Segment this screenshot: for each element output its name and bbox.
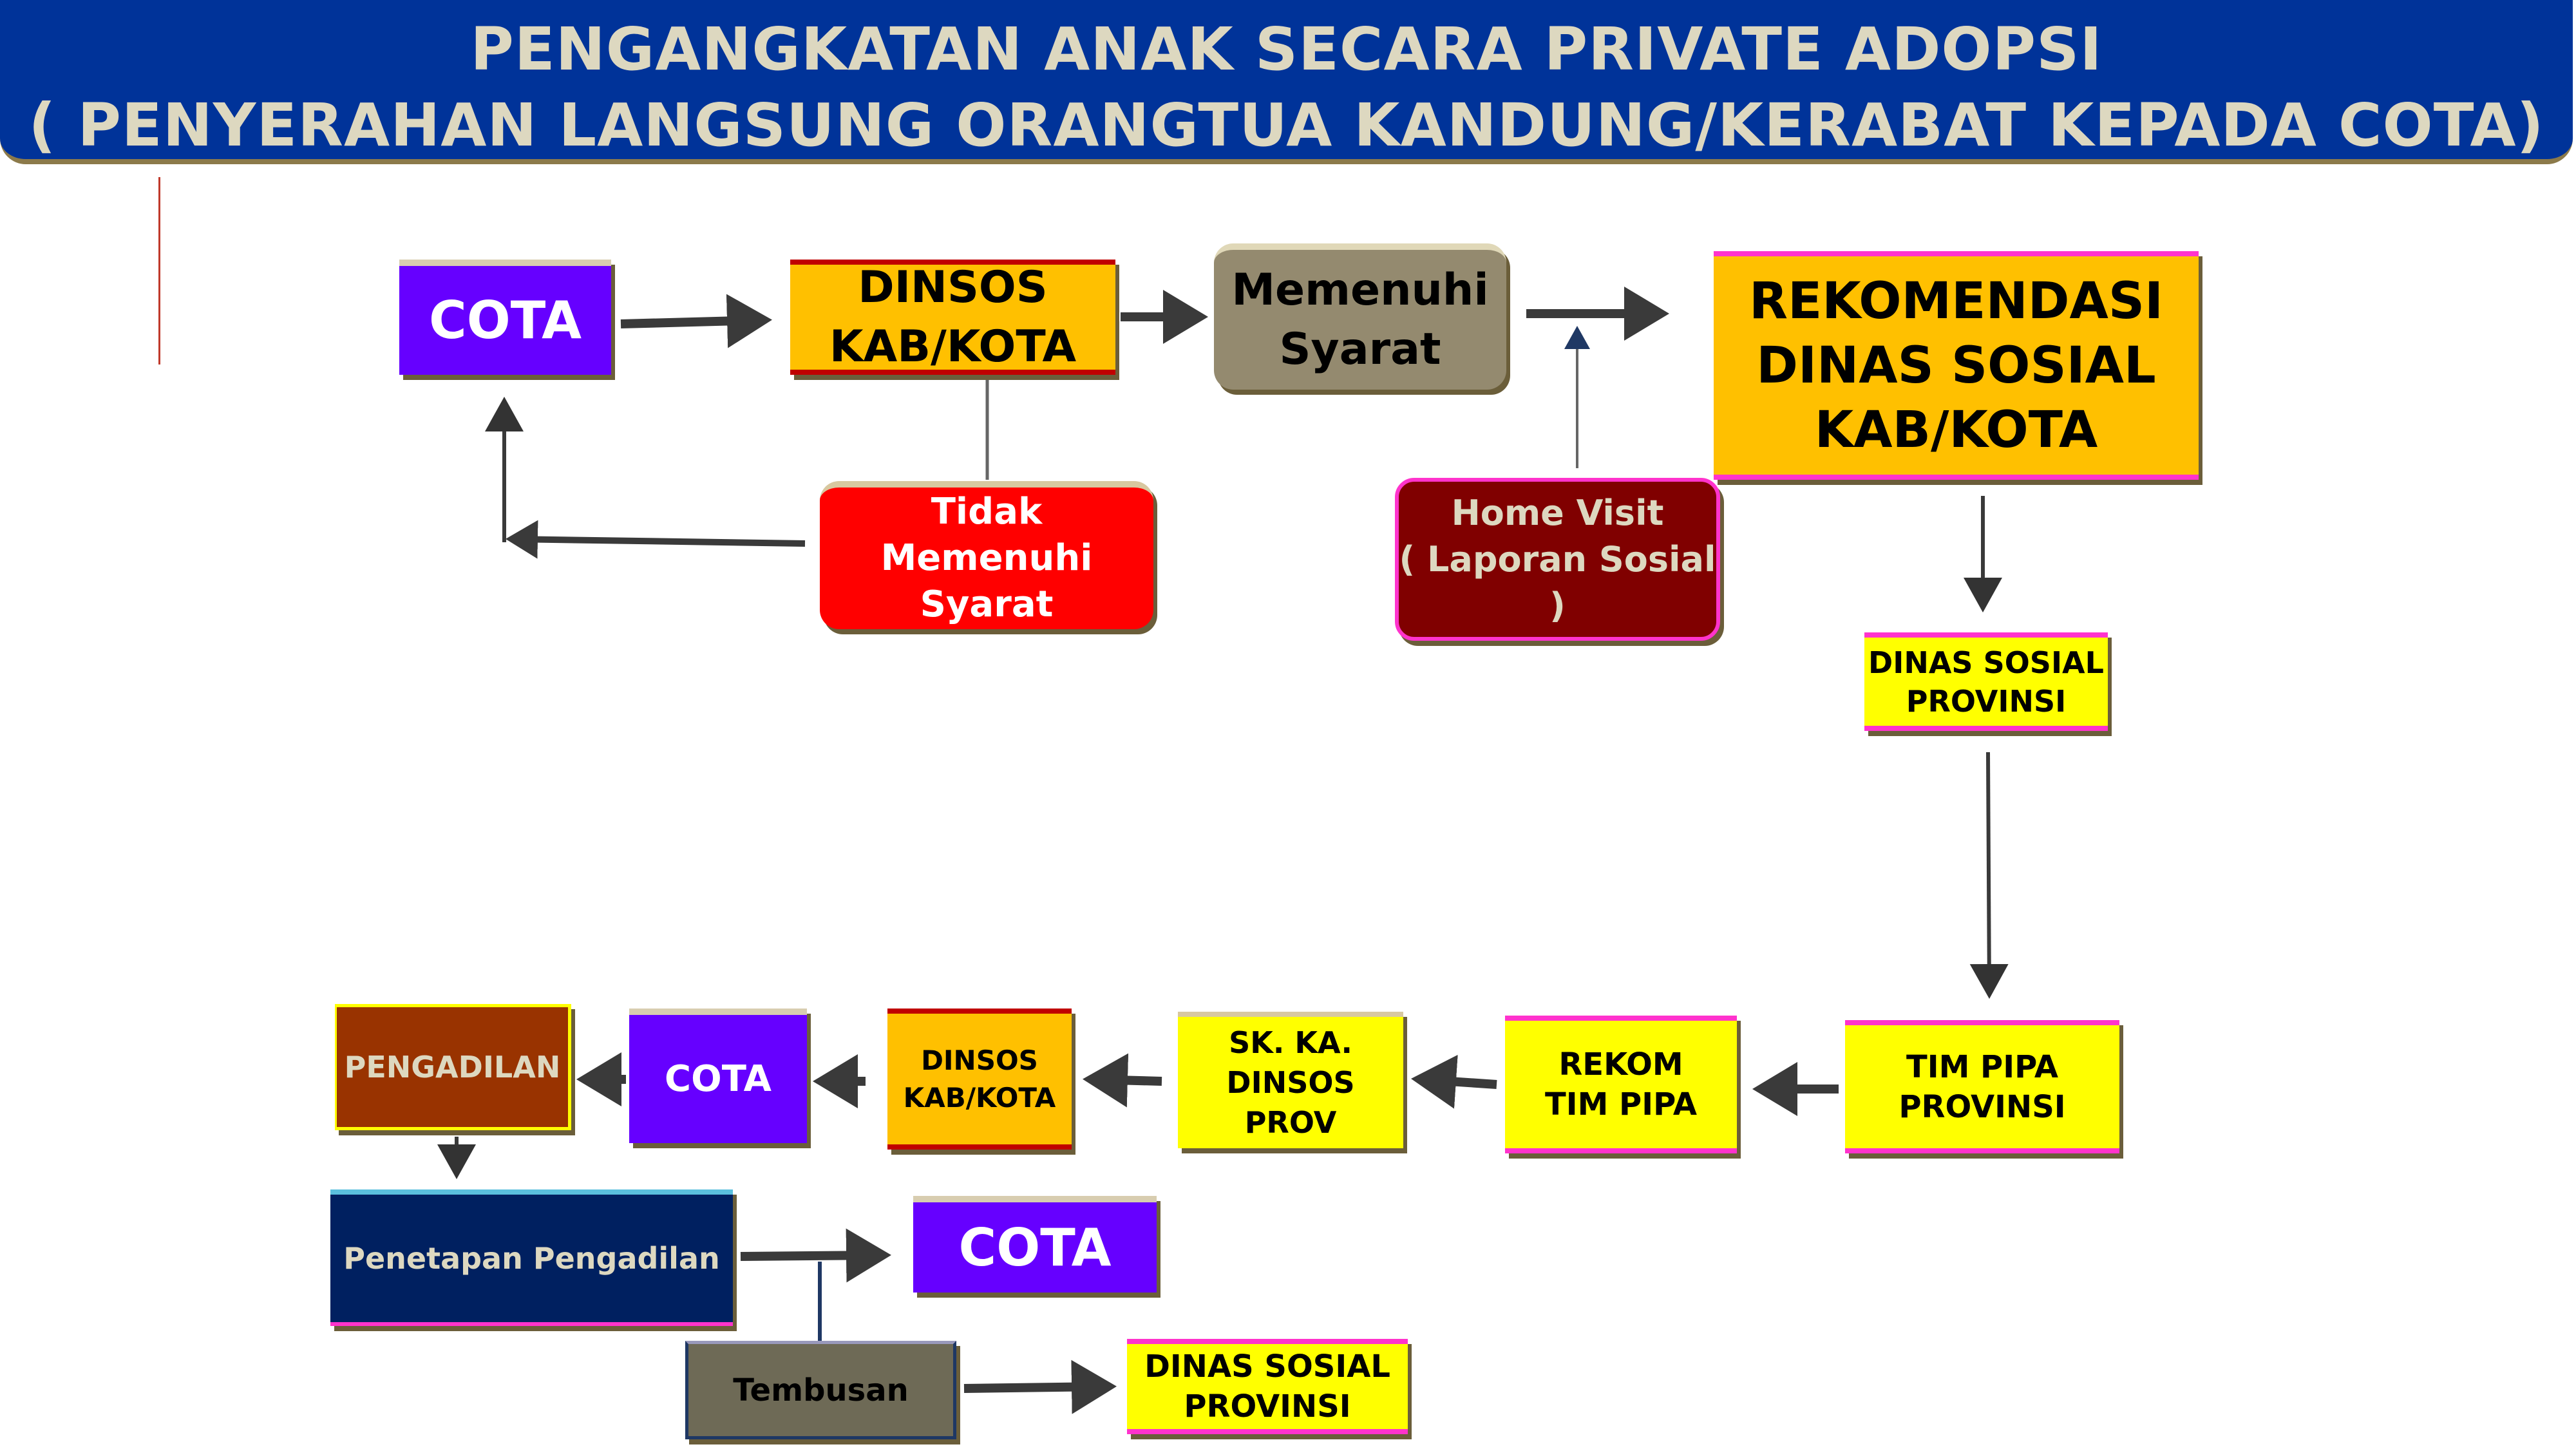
node-label: DINSOS KAB/KOTA	[829, 261, 1077, 372]
node-label: Tembusan	[733, 1372, 909, 1408]
node-dinsos-kab-kota: DINSOS KAB/KOTA	[790, 260, 1115, 375]
title-banner: PENGANGKATAN ANAK SECARA PRIVATE ADOPSI …	[0, 0, 2573, 164]
node-dinsos-kab-kota-2: DINSOS KAB/KOTA	[887, 1009, 1072, 1150]
node-label: Memenuhi Syarat	[1231, 264, 1489, 375]
node-tim-pipa-provinsi: TIM PIPA PROVINSI	[1845, 1020, 2119, 1153]
node-label: PENGADILAN	[344, 1050, 561, 1084]
node-tembusan: Tembusan	[685, 1341, 956, 1439]
node-label: COTA	[665, 1058, 772, 1100]
node-label: COTA	[429, 290, 582, 350]
node-label: DINAS SOSIAL PROVINSI	[1144, 1349, 1390, 1425]
arrow-tembusan-to-dinasprov	[963, 1359, 1117, 1414]
red-divider-line	[158, 177, 160, 365]
node-label: Penetapan Pengadilan	[343, 1241, 720, 1276]
node-dinas-sosial-provinsi: DINAS SOSIAL PROVINSI	[1864, 632, 2108, 731]
node-rekom-tim-pipa: REKOM TIM PIPA	[1505, 1016, 1737, 1153]
node-label: TIM PIPA PROVINSI	[1899, 1048, 2066, 1125]
arrow-tidak-to-left	[506, 520, 806, 559]
node-label: DINSOS KAB/KOTA	[903, 1044, 1056, 1113]
node-sk-ka-dinsos-prov: SK. KA. DINSOS PROV	[1178, 1012, 1403, 1148]
node-cota-2: COTA	[629, 1009, 807, 1143]
arrow-cota-to-dinsos	[620, 294, 772, 348]
node-cota: COTA	[399, 260, 611, 375]
node-label: REKOMENDASI DINAS SOSIAL KAB/KOTA	[1748, 272, 2164, 459]
node-cota-3: COTA	[913, 1196, 1157, 1293]
node-label: DINAS SOSIAL PROVINSI	[1868, 645, 2104, 719]
node-rekomendasi: REKOMENDASI DINAS SOSIAL KAB/KOTA	[1714, 251, 2199, 480]
node-label: Tidak Memenuhi Syarat	[880, 491, 1093, 625]
arrow-sk-to-dinsos	[1083, 1053, 1162, 1108]
arrow-rekom-to-sk	[1411, 1054, 1497, 1109]
node-pengadilan: PENGADILAN	[335, 1004, 571, 1130]
node-label: COTA	[958, 1217, 1112, 1278]
title-line-1: PENGANGKATAN ANAK SECARA PRIVATE ADOPSI	[470, 15, 2103, 84]
node-memenuhi-syarat: Memenuhi Syarat	[1214, 243, 1506, 390]
title-line-2: ( PENYERAHAN LANGSUNG ORANGTUA KANDUNG/K…	[28, 91, 2544, 160]
node-dinas-sosial-provinsi-2: DINAS SOSIAL PROVINSI	[1127, 1339, 1408, 1434]
arrow-dinasprov-down	[1969, 752, 2009, 999]
node-home-visit: Home Visit ( Laporan Sosial )	[1395, 478, 1720, 641]
node-label: SK. KA. DINSOS PROV	[1226, 1025, 1355, 1140]
node-tidak-memenuhi-syarat: Tidak Memenuhi Syarat	[820, 481, 1153, 629]
arrow-penetapan-to-cota	[740, 1228, 891, 1283]
node-penetapan-pengadilan: Penetapan Pengadilan	[330, 1189, 733, 1326]
node-label: Home Visit ( Laporan Sosial )	[1399, 492, 1716, 626]
node-label: REKOM TIM PIPA	[1544, 1046, 1698, 1122]
